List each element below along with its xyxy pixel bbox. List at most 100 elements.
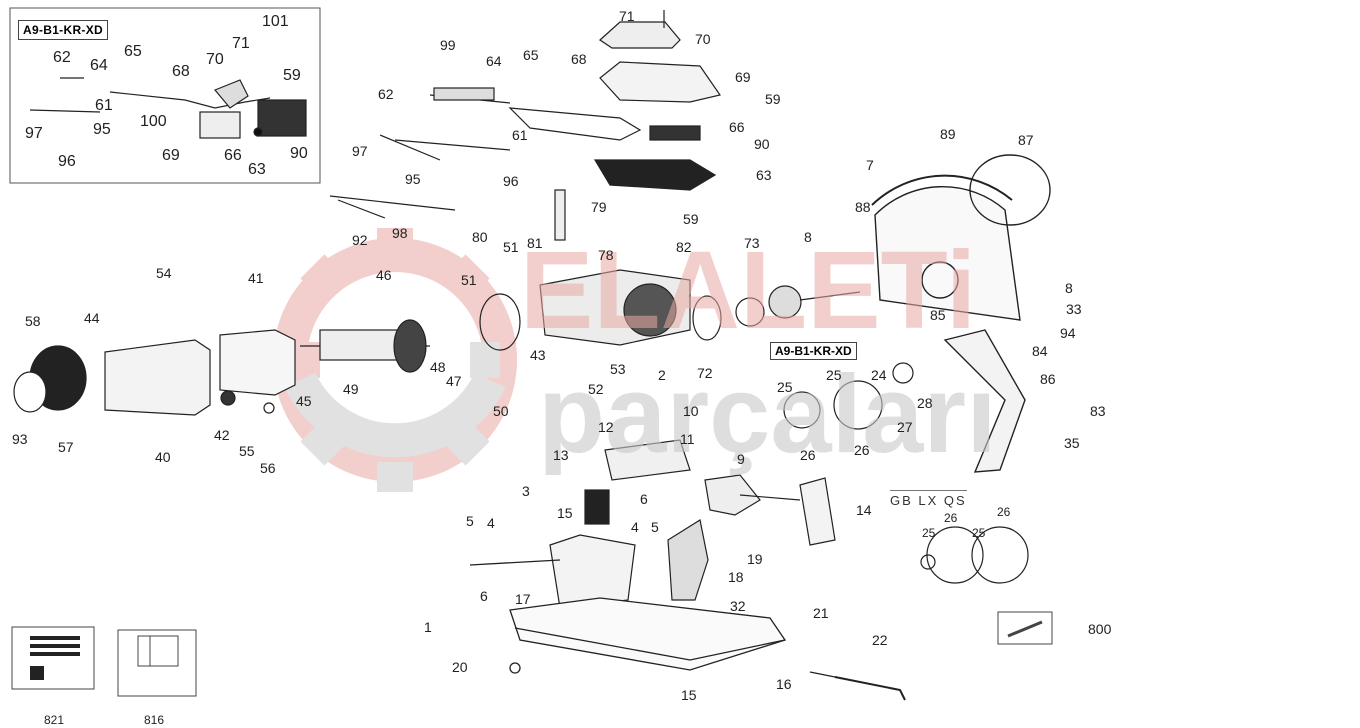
part-label: 98 bbox=[392, 225, 408, 241]
part-label: 3 bbox=[522, 483, 530, 499]
variant-label: A9-B1-KR-XD bbox=[770, 342, 857, 360]
part-label: 73 bbox=[744, 235, 760, 251]
part-label: 27 bbox=[897, 419, 913, 435]
part-label: 63 bbox=[756, 167, 772, 183]
part-label: 33 bbox=[1066, 301, 1082, 317]
part-label: 821 bbox=[44, 713, 65, 727]
part-label: 64 bbox=[90, 57, 108, 74]
part-label: 85 bbox=[930, 307, 946, 323]
part-label: 86 bbox=[1040, 371, 1056, 387]
vise-assembly bbox=[549, 439, 836, 609]
part-label: 66 bbox=[729, 119, 745, 135]
part-label: 59 bbox=[283, 67, 301, 84]
part-label: 47 bbox=[446, 373, 462, 389]
part-label: 8 bbox=[1065, 280, 1073, 296]
part-label: 4 bbox=[631, 519, 639, 535]
part-label: 90 bbox=[754, 136, 770, 152]
part-label: 28 bbox=[917, 395, 933, 411]
part-label: 96 bbox=[503, 173, 519, 189]
part-label: 18 bbox=[728, 569, 744, 585]
part-label: 61 bbox=[512, 127, 528, 143]
part-label: 26 bbox=[800, 447, 816, 463]
handle-top-assembly bbox=[329, 10, 721, 241]
part-label: 42 bbox=[214, 427, 230, 443]
part-label: 95 bbox=[405, 171, 421, 187]
part-label: 61 bbox=[95, 97, 113, 114]
part-label: 5 bbox=[651, 519, 659, 535]
part-label: 5 bbox=[466, 513, 474, 529]
part-label: 9 bbox=[737, 451, 745, 467]
flange-washers bbox=[783, 362, 1029, 584]
part-label: 4 bbox=[487, 515, 495, 531]
part-label: 51 bbox=[461, 272, 477, 288]
part-label: 51 bbox=[503, 239, 519, 255]
part-label: 12 bbox=[598, 419, 614, 435]
part-label: 22 bbox=[872, 632, 888, 648]
part-label: 50 bbox=[493, 403, 509, 419]
part-label: 21 bbox=[813, 605, 829, 621]
part-label: 10 bbox=[683, 403, 699, 419]
blade-guard-assembly bbox=[871, 154, 1051, 473]
inset-title: A9-B1-KR-XD bbox=[18, 20, 108, 40]
decal-816 bbox=[117, 629, 197, 697]
part-label: 88 bbox=[855, 199, 871, 215]
part-label: 84 bbox=[1032, 343, 1048, 359]
part-label: 25 bbox=[922, 526, 936, 540]
part-label: 63 bbox=[248, 161, 266, 178]
part-label: 25 bbox=[777, 379, 793, 395]
part-label: 41 bbox=[248, 270, 264, 286]
part-label: 6 bbox=[480, 588, 488, 604]
motor-assembly bbox=[13, 293, 521, 416]
part-label: 19 bbox=[747, 551, 763, 567]
part-label: 82 bbox=[676, 239, 692, 255]
part-label: 26 bbox=[944, 511, 958, 525]
part-label: 87 bbox=[1018, 132, 1034, 148]
part-label: 2 bbox=[658, 367, 666, 383]
inset-handle-assembly bbox=[29, 77, 307, 139]
inset-frame bbox=[9, 7, 321, 184]
part-label: 32 bbox=[730, 598, 746, 614]
part-label: 92 bbox=[352, 232, 368, 248]
part-label: 1 bbox=[424, 619, 432, 635]
part-label: 11 bbox=[680, 431, 695, 447]
part-label: 40 bbox=[155, 449, 171, 465]
part-label: 16 bbox=[776, 676, 792, 692]
part-label: 65 bbox=[124, 43, 142, 60]
part-label: 25 bbox=[972, 526, 986, 540]
gearbox-assembly bbox=[539, 269, 861, 346]
part-label: 800 bbox=[1088, 621, 1112, 637]
part-label: 83 bbox=[1090, 403, 1106, 419]
part-label: 26 bbox=[997, 505, 1011, 519]
part-label: 94 bbox=[1060, 325, 1076, 341]
part-label: 49 bbox=[343, 381, 359, 397]
watermark-sub: parçaları bbox=[538, 353, 997, 476]
part-label: 43 bbox=[530, 347, 546, 363]
part-label: 20 bbox=[452, 659, 468, 675]
part-label: 99 bbox=[440, 37, 456, 53]
part-label: 13 bbox=[553, 447, 569, 463]
part-label: 52 bbox=[588, 381, 604, 397]
part-label: 78 bbox=[598, 247, 614, 263]
part-label: 62 bbox=[53, 49, 71, 66]
part-label: 70 bbox=[695, 31, 711, 47]
part-label: 72 bbox=[697, 365, 713, 381]
part-label: 26 bbox=[854, 442, 870, 458]
accessory-800 bbox=[997, 611, 1053, 645]
part-label: 79 bbox=[591, 199, 607, 215]
part-label: 62 bbox=[378, 86, 394, 102]
part-label: 59 bbox=[683, 211, 699, 227]
part-label: 97 bbox=[352, 143, 368, 159]
part-label: 68 bbox=[571, 51, 587, 67]
part-label: 101 bbox=[262, 13, 289, 30]
part-label: 69 bbox=[162, 147, 180, 164]
part-label: 81 bbox=[527, 235, 543, 251]
part-label: 55 bbox=[239, 443, 255, 459]
base-assembly bbox=[469, 559, 906, 701]
part-label: 97 bbox=[25, 125, 43, 142]
part-label: 15 bbox=[557, 505, 573, 521]
part-label: 56 bbox=[260, 460, 276, 476]
part-label: 96 bbox=[58, 153, 76, 170]
part-label: 45 bbox=[296, 393, 312, 409]
part-label: 25 bbox=[826, 367, 842, 383]
